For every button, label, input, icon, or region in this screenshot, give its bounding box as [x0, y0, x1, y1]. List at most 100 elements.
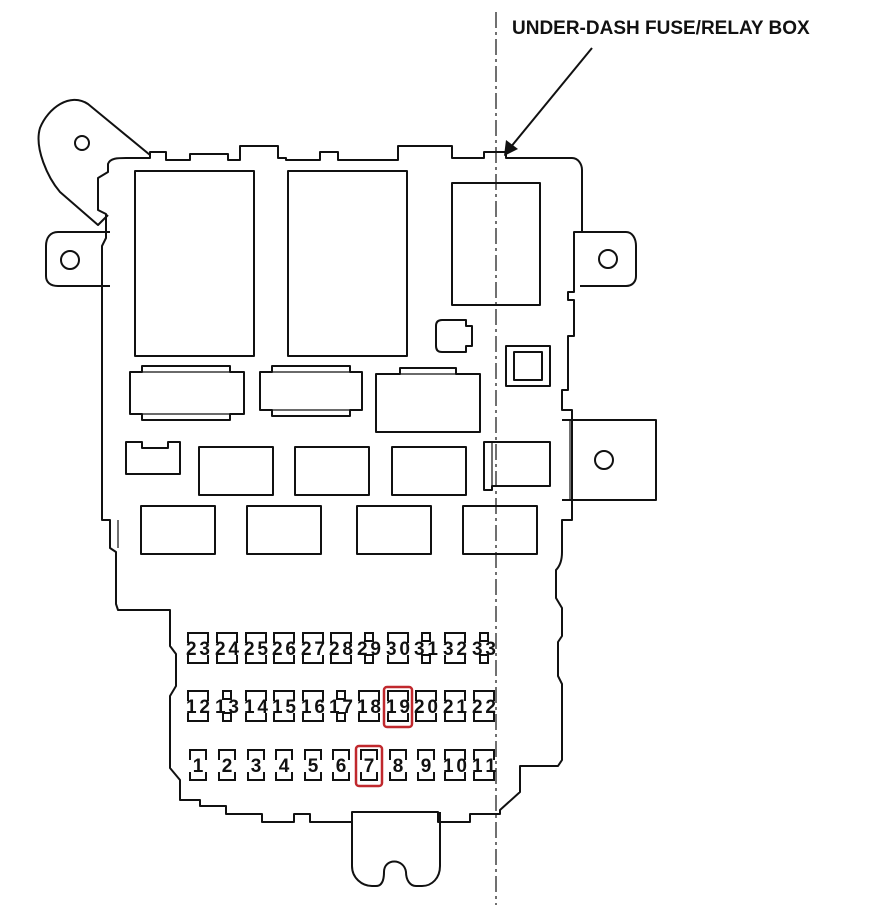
bracket-right: [562, 419, 657, 501]
fuse-9: 9: [417, 749, 435, 781]
fuse-slot-outline: [247, 749, 265, 781]
fuse-number: 23: [186, 639, 210, 660]
fuse-number: 9: [421, 756, 432, 777]
fuse-28: 28: [329, 632, 353, 664]
fuse-number: 29: [357, 639, 381, 660]
relay-socket-4: [391, 446, 467, 496]
fuse-slot-outline: [222, 690, 232, 722]
fuse-15: 15: [272, 690, 296, 722]
fuse-3: 3: [247, 749, 265, 781]
fuse-18: 18: [357, 690, 381, 722]
fuse-number: 32: [443, 639, 467, 660]
fuse-number: 30: [386, 639, 410, 660]
fuse-slot-outline: [336, 690, 346, 722]
fuse-24: 24: [215, 632, 239, 664]
fuse-slot-outline: [330, 632, 352, 664]
fuse-slot-outline: [273, 632, 295, 664]
fuse-number: 27: [301, 639, 325, 660]
fuse-slot-outline: [189, 749, 207, 781]
relay-large-3: [451, 182, 541, 306]
small-relay-socket-outer: [505, 345, 551, 387]
relay-socket-3: [294, 446, 370, 496]
fuse-21: 21: [443, 690, 467, 722]
fuse-number: 21: [443, 697, 467, 718]
mount-hole-top-left: [74, 135, 90, 151]
fuse-33: 33: [472, 632, 496, 664]
leader-line: [509, 47, 593, 149]
fuse-29: 29: [357, 632, 381, 664]
fuse-number: 26: [272, 639, 296, 660]
relay-socket-1: [125, 441, 181, 475]
small-relay-socket-inner: [513, 351, 543, 381]
fuse-number: 11: [472, 756, 496, 777]
relay-large-1: [134, 170, 255, 357]
fuse-number: 24: [215, 639, 239, 660]
fuse-slot-outline: [473, 749, 495, 781]
mounting-ear-left: [45, 231, 110, 287]
fuse-slot-outline: [360, 749, 378, 781]
fuse-slot-outline: [332, 749, 350, 781]
fuse-23: 23: [186, 632, 210, 664]
relay-socket-9: [462, 505, 538, 555]
mount-hole-left: [60, 250, 80, 270]
leader-arrowhead: [504, 140, 518, 156]
fuse-number: 12: [186, 697, 210, 718]
fuse-slot-outline: [302, 690, 324, 722]
fuse-27: 27: [301, 632, 325, 664]
fuse-number: 4: [279, 756, 290, 777]
fuse-slot-outline: [415, 690, 437, 722]
relay-socket-7: [246, 505, 322, 555]
fuse-slot-outline: [479, 632, 489, 664]
relay-socket-6: [140, 505, 216, 555]
fuse-number: 22: [472, 697, 496, 718]
fuse-number: 1: [193, 756, 204, 777]
fuse-highlight: [382, 685, 414, 729]
fuse-number: 15: [272, 697, 296, 718]
fuse-slot-outline: [273, 690, 295, 722]
fuse-7: 7: [354, 744, 384, 788]
connector-1: [129, 365, 245, 421]
fuse-number: 33: [472, 639, 496, 660]
fuse-number: 20: [414, 697, 438, 718]
fuse-slot-outline: [417, 749, 435, 781]
mount-hole-right: [598, 249, 618, 269]
fuse-number: 14: [244, 697, 268, 718]
diode-connector: [435, 319, 473, 353]
fuse-slot-outline: [216, 632, 238, 664]
fuse-number: 25: [244, 639, 268, 660]
relay-socket-2: [198, 446, 274, 496]
fuse-number: 7: [364, 756, 375, 777]
fuse-slot-outline: [387, 632, 409, 664]
bracket-hole-right: [594, 450, 614, 470]
fuse-12: 12: [186, 690, 210, 722]
fuse-slot-outline: [389, 749, 407, 781]
fuse-slot-outline: [245, 690, 267, 722]
fuse-8: 8: [389, 749, 407, 781]
fuse-number: 13: [215, 697, 239, 718]
fuse-1: 1: [189, 749, 207, 781]
fuse-number: 19: [386, 697, 410, 718]
fuse-26: 26: [272, 632, 296, 664]
fuse-box-housing: [97, 145, 583, 823]
fuse-slot-outline: [187, 690, 209, 722]
mounting-ear-top-left: [37, 98, 151, 226]
fuse-2: 2: [218, 749, 236, 781]
fuse-slot-outline: [387, 690, 409, 722]
fuse-31: 31: [414, 632, 438, 664]
fuse-25: 25: [244, 632, 268, 664]
connector-3: [375, 367, 481, 433]
fuse-slot-outline: [364, 632, 374, 664]
fuse-4: 4: [275, 749, 293, 781]
fuse-32: 32: [443, 632, 467, 664]
fuse-20: 20: [414, 690, 438, 722]
fuse-number: 18: [357, 697, 381, 718]
fuse-16: 16: [301, 690, 325, 722]
fuse-number: 6: [336, 756, 347, 777]
fuse-slot-outline: [444, 632, 466, 664]
fuse-number: 5: [308, 756, 319, 777]
fuse-13: 13: [215, 690, 239, 722]
fuse-number: 28: [329, 639, 353, 660]
fuse-22: 22: [472, 690, 496, 722]
